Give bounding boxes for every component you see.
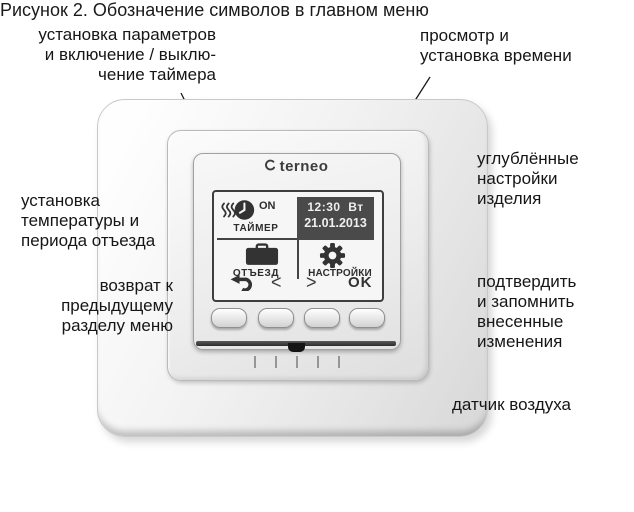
annotation-back-menu: возврат к предыдущему разделу меню [61, 276, 173, 335]
hardware-button-3 [304, 308, 340, 328]
hardware-button-1 [211, 308, 247, 328]
next-chevron: > [306, 270, 317, 293]
timer-state: ON [259, 200, 276, 212]
clock-time: 12:30 [307, 200, 341, 214]
heat-waves-icon [221, 202, 236, 218]
gear-icon [319, 242, 346, 269]
departure-menu-label: ОТЪЕЗД [232, 268, 280, 279]
settings-menu-label: НАСТРОЙКИ [308, 268, 372, 279]
back-arrow-icon [230, 274, 252, 291]
annotation-time-setup: просмотр и установка времени [420, 26, 572, 65]
annotation-advanced-settings: углублённые настройки изделия [477, 149, 579, 208]
hardware-button-2 [258, 308, 294, 328]
screen-divider-vertical [297, 240, 299, 279]
vent-slit [317, 356, 319, 368]
vent-slit [338, 356, 340, 368]
vent-slit [296, 356, 298, 368]
prev-chevron: < [271, 270, 282, 293]
screen-divider-horizontal [217, 238, 298, 240]
weekday: Вт [348, 200, 364, 214]
time-date-box: 12:30 Вт 21.01.2013 [297, 197, 374, 240]
terneo-logo-icon [264, 159, 275, 171]
timer-clock-icon [221, 200, 255, 220]
ok-label: OK [348, 274, 373, 291]
hardware-button-4 [349, 308, 385, 328]
timer-menu-label: ТАЙМЕР [233, 223, 279, 234]
vent-slit [275, 356, 277, 368]
date-value: 21.01.2013 [304, 216, 367, 230]
figure-caption: Рисунок 2. Обозначение символов в главно… [0, 0, 429, 20]
brand-name: terneo [279, 158, 329, 175]
vent-slit [254, 356, 256, 368]
annotation-air-sensor: датчик воздуха [452, 395, 572, 414]
brand-logo: terneo [193, 158, 399, 175]
lcd-screen: ON ТАЙМЕР 12:30 Вт 21.01.2013 ОТЪЕЗД [212, 190, 384, 302]
annotation-timer-params: установка параметров и включение / выклю… [38, 25, 216, 84]
time-row: 12:30 Вт [297, 200, 374, 214]
annotation-temp-departure: установка температуры и периода отъезда [21, 191, 156, 250]
air-sensor [288, 343, 305, 352]
thermostat-device: terneo ON ТАЙМЕР 12:30 Вт [90, 90, 500, 450]
annotation-confirm-changes: подтвердить и запомнить внесенные измене… [477, 272, 577, 351]
suitcase-icon [245, 243, 279, 265]
